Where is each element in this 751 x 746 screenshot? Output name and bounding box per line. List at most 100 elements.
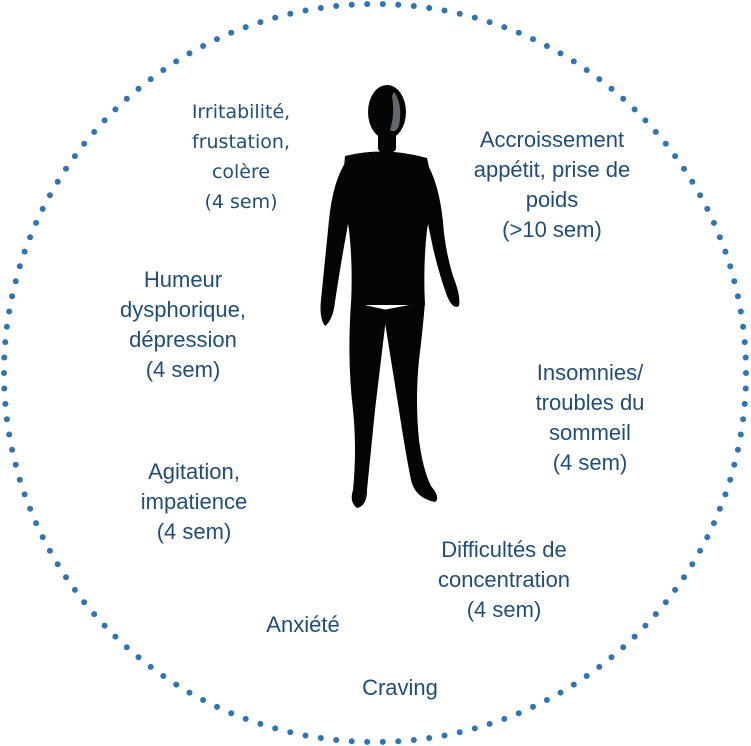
label-line: colère xyxy=(170,157,312,187)
ring-dot xyxy=(257,19,263,25)
ring-dot xyxy=(457,11,463,17)
ring-dot xyxy=(689,179,695,185)
ring-dot xyxy=(72,153,78,159)
ring-dot xyxy=(33,220,39,226)
ring-dot xyxy=(487,19,493,25)
ring-dot xyxy=(672,587,678,593)
ring-dot xyxy=(364,739,370,745)
label-line: dépression xyxy=(95,325,271,355)
ring-dot xyxy=(501,716,507,722)
ring-dot xyxy=(349,2,355,8)
ring-dot xyxy=(4,416,10,422)
ring-dot xyxy=(81,141,87,147)
ring-dot xyxy=(681,574,687,580)
ring-dot xyxy=(740,324,746,330)
label-line: Agitation, xyxy=(112,457,276,487)
ring-dot xyxy=(395,738,401,744)
ring-dot xyxy=(272,725,278,731)
ring-dot xyxy=(102,623,108,629)
ring-dot xyxy=(704,534,710,540)
ring-dot xyxy=(173,58,179,64)
ring-dot xyxy=(544,697,550,703)
ring-dot xyxy=(287,11,293,17)
ring-dot xyxy=(735,447,741,453)
ring-dot xyxy=(228,30,234,36)
ring-dot xyxy=(711,220,717,226)
ring-dot xyxy=(55,561,61,567)
label-line: Irritabilité, xyxy=(170,97,312,127)
ring-dot xyxy=(742,401,748,407)
label-line: (4 sem) xyxy=(170,187,312,217)
label-insomnia: Insomnies/ troubles du sommeil (4 sem) xyxy=(508,358,672,478)
ring-dot xyxy=(596,664,602,670)
label-line: (>10 sem) xyxy=(440,215,664,245)
ring-dot xyxy=(689,561,695,567)
ring-dot xyxy=(426,735,432,741)
ring-dot xyxy=(735,293,741,299)
ring-dot xyxy=(632,634,638,640)
ring-dot xyxy=(63,166,69,172)
label-line: sommeil xyxy=(508,418,672,448)
ring-dot xyxy=(160,673,166,679)
ring-dot xyxy=(9,447,15,453)
ring-dot xyxy=(4,324,10,330)
ring-dot xyxy=(200,697,206,703)
ring-dot xyxy=(516,710,522,716)
ring-dot xyxy=(711,520,717,526)
label-craving: Craving xyxy=(340,673,460,703)
ring-dot xyxy=(2,339,8,345)
ring-dot xyxy=(102,117,108,123)
ring-dot xyxy=(697,548,703,554)
ring-dot xyxy=(55,179,61,185)
ring-dot xyxy=(743,355,749,361)
ring-dot xyxy=(333,737,339,743)
ring-dot xyxy=(722,249,728,255)
ring-dot xyxy=(243,24,249,30)
ring-dot xyxy=(6,309,12,315)
ring-dot xyxy=(738,309,744,315)
ring-dot xyxy=(740,416,746,422)
ring-dot xyxy=(27,506,33,512)
ring-dot xyxy=(530,704,536,710)
ring-dot xyxy=(717,506,723,512)
label-line: Accroissement xyxy=(440,125,664,155)
ring-dot xyxy=(257,721,263,727)
ring-dot xyxy=(584,673,590,679)
ring-dot xyxy=(632,106,638,112)
ring-dot xyxy=(173,682,179,688)
label-line: Anxiété xyxy=(248,610,358,640)
label-appetite-weight-gain: Accroissement appétit, prise de poids (>… xyxy=(440,125,664,245)
ring-dot xyxy=(200,43,206,49)
ring-dot xyxy=(727,477,733,483)
ring-dot xyxy=(228,710,234,716)
ring-dot xyxy=(501,24,507,30)
ring-dot xyxy=(571,58,577,64)
label-line: frustation, xyxy=(170,127,312,157)
ring-dot xyxy=(63,574,69,580)
ring-dot xyxy=(558,690,564,696)
ring-dot xyxy=(1,355,7,361)
ring-dot xyxy=(738,432,744,438)
ring-dot xyxy=(303,8,309,14)
ring-dot xyxy=(112,106,118,112)
ring-dot xyxy=(411,3,417,9)
label-irritability: Irritabilité, frustation, colère (4 sem) xyxy=(170,97,312,217)
ring-dot xyxy=(136,86,142,92)
ring-dot xyxy=(303,733,309,739)
ring-dot xyxy=(243,716,249,722)
ring-dot xyxy=(487,721,493,727)
label-line: poids xyxy=(440,185,664,215)
ring-dot xyxy=(395,2,401,8)
ring-dot xyxy=(1,370,7,376)
ring-dot xyxy=(287,729,293,735)
label-concentration-difficulties: Difficultés de concentration (4 sem) xyxy=(407,535,601,625)
ring-dot xyxy=(411,737,417,743)
label-line: Difficultés de xyxy=(407,535,601,565)
ring-dot xyxy=(717,234,723,240)
ring-dot xyxy=(318,735,324,741)
label-line: (4 sem) xyxy=(112,517,276,547)
ring-dot xyxy=(17,263,23,269)
ring-dot xyxy=(47,192,53,198)
ring-dot xyxy=(214,36,220,42)
ring-dot xyxy=(516,30,522,36)
